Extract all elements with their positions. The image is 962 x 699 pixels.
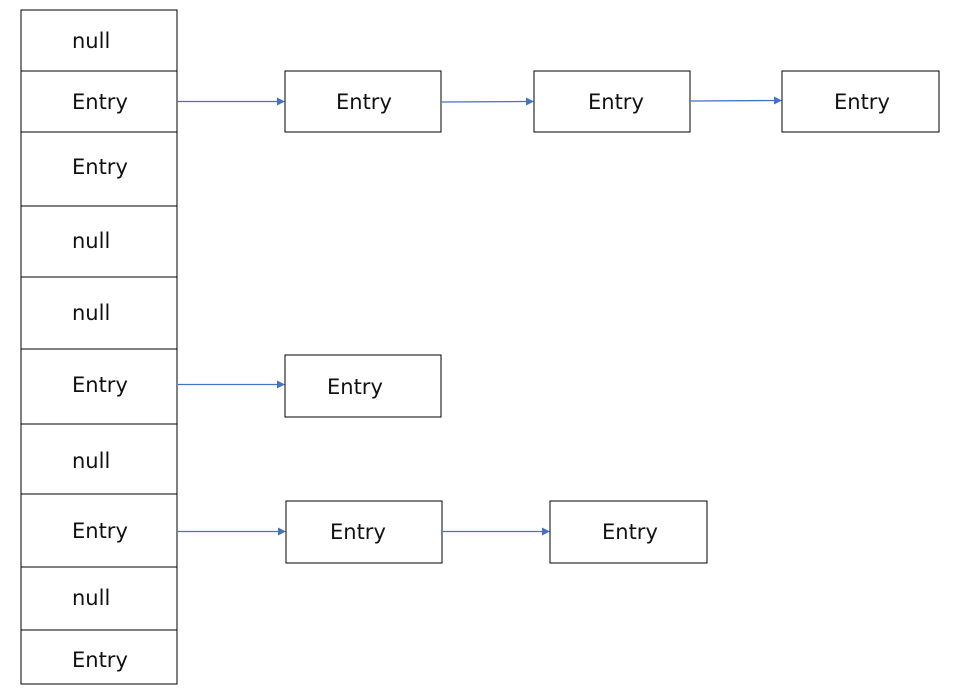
chain1-node-3 [781, 70, 940, 133]
bucket-array: null Entry Entry null null Entry null En… [20, 9, 178, 685]
chain2-node-1 [284, 354, 442, 418]
chain-2: Entry [178, 354, 442, 418]
bucket-7 [20, 493, 178, 568]
chain1-node-2-label: Entry [588, 90, 644, 114]
chain-3: Entry Entry [178, 500, 708, 564]
bucket-9 [20, 629, 178, 685]
bucket-4-label: null [72, 301, 110, 325]
arrowhead [278, 527, 286, 536]
chain1-node-2 [533, 70, 691, 133]
arrowhead [526, 97, 534, 106]
bucket-4 [20, 276, 178, 350]
bucket-6-label: null [72, 449, 110, 473]
arrow-node1-to-node2 [441, 100, 528, 103]
bucket-3 [20, 205, 178, 278]
chain3-node-1 [285, 500, 443, 564]
bucket-9-label: Entry [72, 648, 128, 672]
arrowhead [774, 96, 782, 105]
bucket-5 [20, 348, 178, 425]
arrowhead [277, 380, 285, 389]
bucket-0 [20, 9, 178, 72]
bucket-0-label: null [72, 29, 110, 53]
chain3-node-2 [549, 500, 708, 564]
arrow-node2-to-node3 [690, 99, 776, 102]
chain1-node-1-label: Entry [336, 90, 392, 114]
bucket-7-label: Entry [72, 519, 128, 543]
arrowhead [542, 527, 550, 536]
arrowhead [277, 97, 285, 106]
bucket-2 [20, 131, 178, 207]
bucket-1 [20, 70, 178, 133]
bucket-2-label: Entry [72, 155, 128, 179]
chain2-node-1-label: Entry [327, 375, 383, 399]
chain1-node-1 [284, 70, 442, 133]
chain3-node-2-label: Entry [602, 520, 658, 544]
chain-1: Entry Entry Entry [178, 70, 940, 133]
chain1-node-3-label: Entry [834, 90, 890, 114]
bucket-5-label: Entry [72, 373, 128, 397]
bucket-8-label: null [72, 586, 110, 610]
chain3-node-1-label: Entry [330, 520, 386, 544]
bucket-3-label: null [72, 229, 110, 253]
bucket-1-label: Entry [72, 90, 128, 114]
